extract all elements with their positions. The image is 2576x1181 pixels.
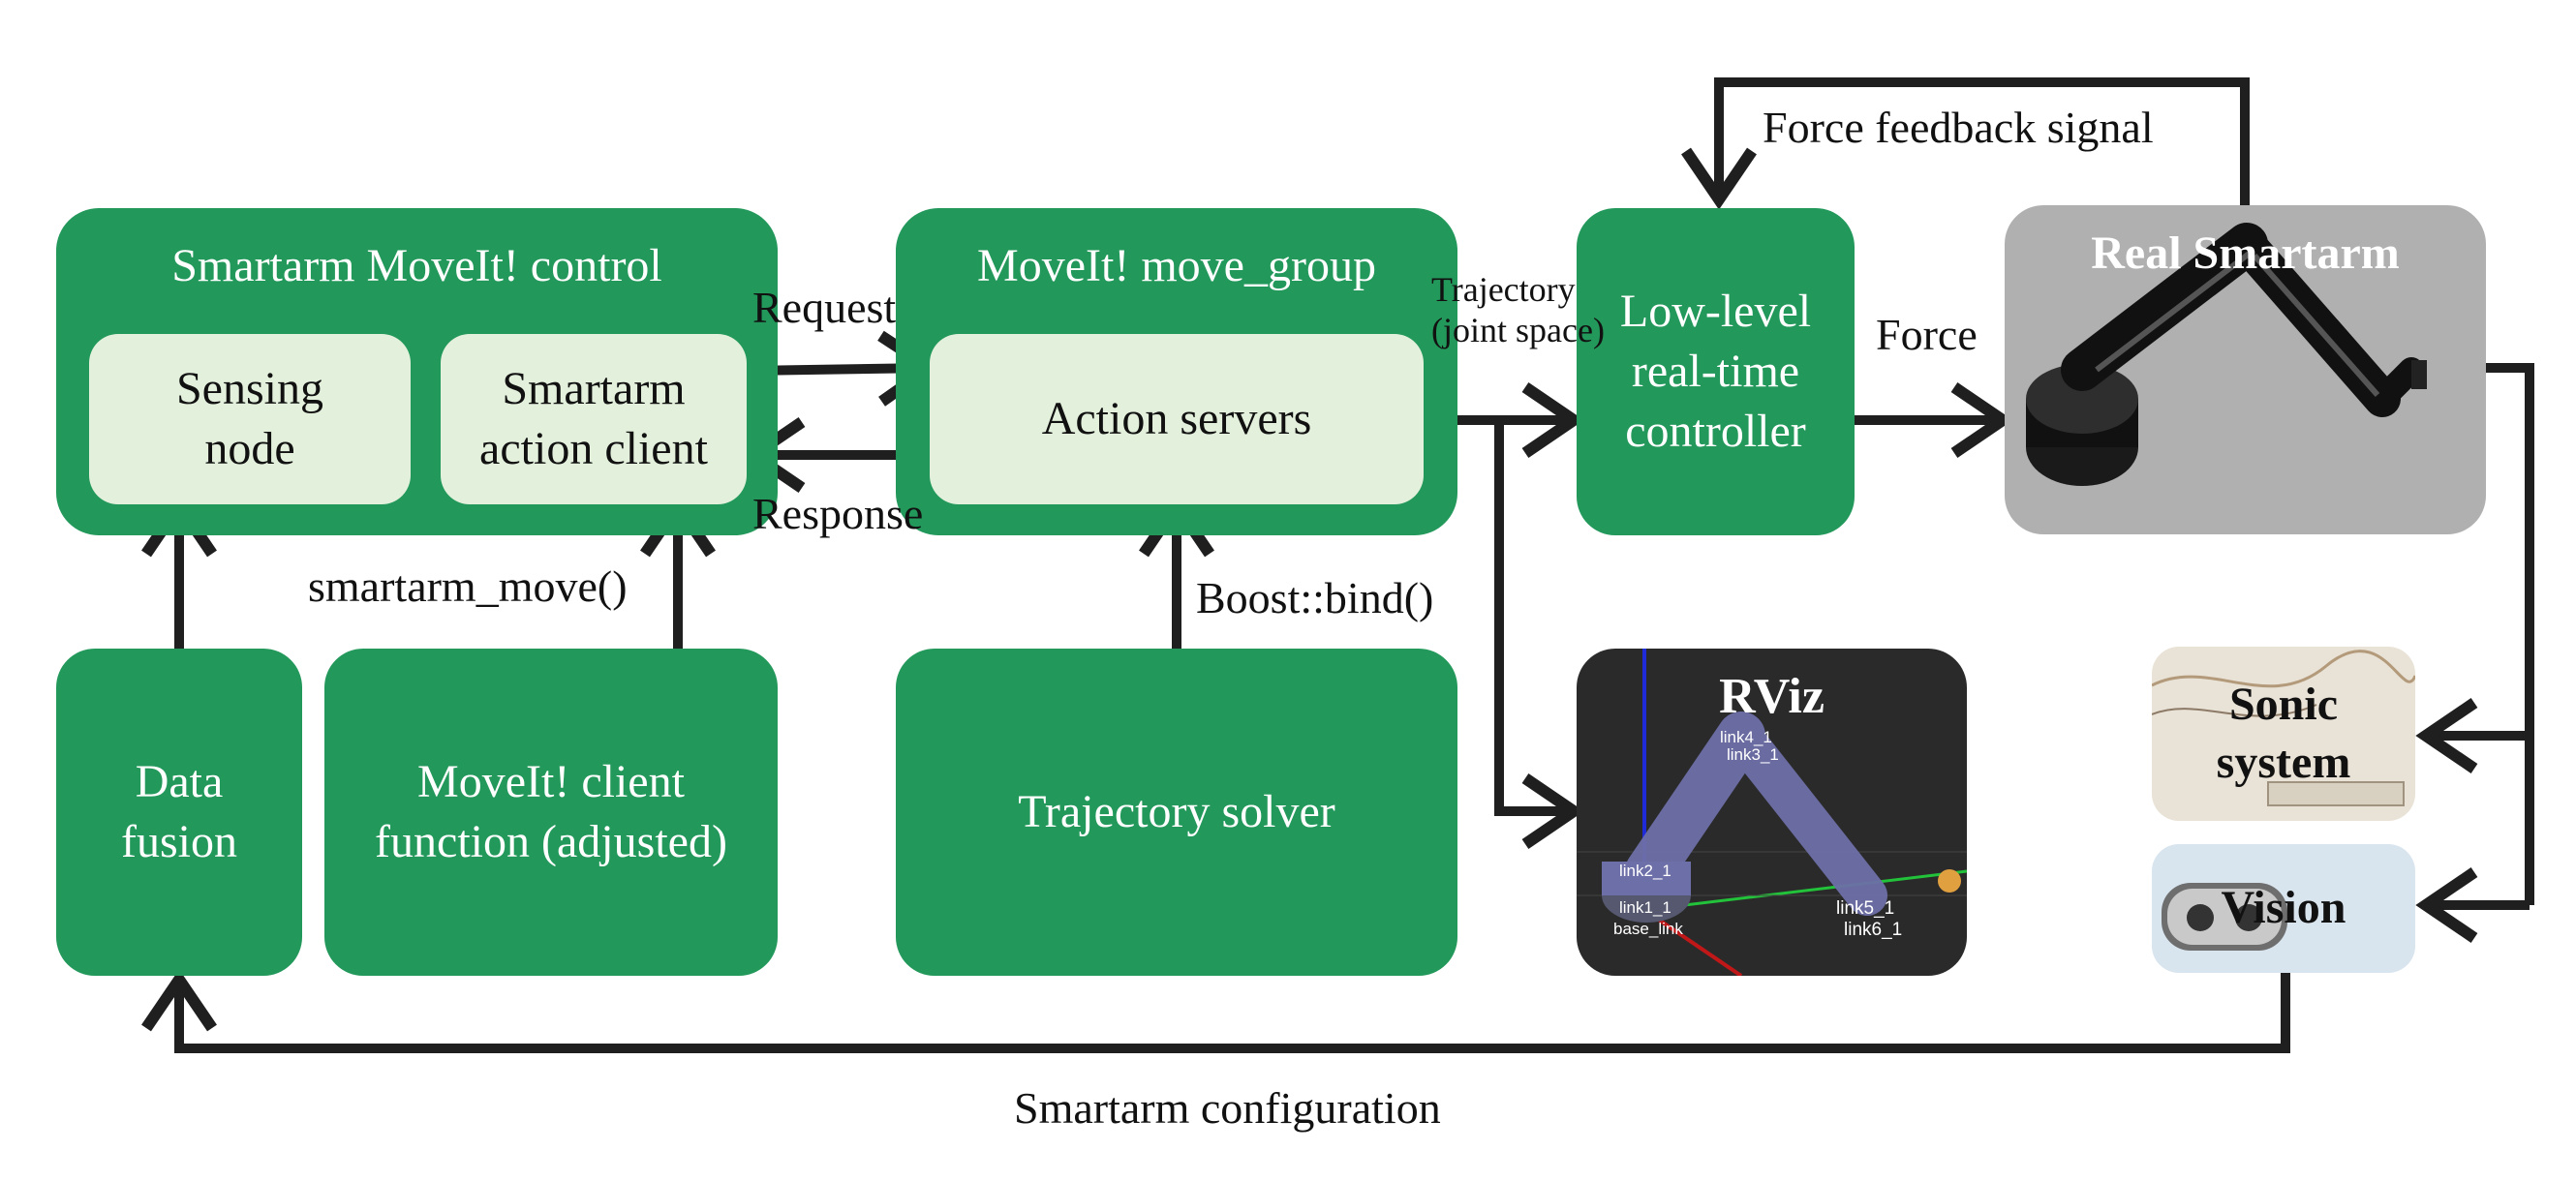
rviz-link1-label: link1_1: [1619, 898, 1671, 917]
rviz-link2-label: link2_1: [1619, 862, 1671, 880]
moveit-client-function-node: MoveIt! client function (adjusted): [324, 649, 778, 976]
vision-panel: Vision: [2152, 844, 2415, 973]
smartarm-to-sensors-line: [2484, 363, 2534, 905]
smartarm-moveit-control-title: Smartarm MoveIt! control: [171, 240, 662, 291]
trajectory-to-rviz-arrow: [1494, 420, 1584, 849]
force-label: Force: [1876, 310, 1978, 359]
sonic-system-panel: Sonic system: [2152, 647, 2415, 821]
trajectory-solver-node: Trajectory solver: [896, 649, 1457, 976]
vision-label: Vision: [2221, 882, 2346, 933]
configuration-arrow: [141, 969, 2290, 1053]
rviz-label: RViz: [1719, 669, 1825, 724]
data-fusion-node: Data fusion: [56, 649, 302, 976]
smartarm-action-client: Smartarm action client: [441, 334, 747, 504]
real-smartarm-panel: Real Smartarm: [2005, 205, 2486, 534]
rviz-base-link-label: base_link: [1613, 920, 1683, 938]
boost-bind-label: Boost::bind(): [1196, 573, 1434, 622]
robot-arm-icon: [2026, 223, 2427, 486]
sensor-board-icon: [2152, 650, 2415, 806]
smartarm-configuration-label: Smartarm configuration: [1014, 1083, 1441, 1133]
response-label: Response: [752, 489, 924, 538]
request-label: Request: [752, 283, 897, 332]
rviz-robot-icon: [1577, 649, 1967, 976]
rviz-link6-label: link6_1: [1844, 920, 1903, 940]
low-level-controller-node: Low-level real-time controller: [1577, 208, 1855, 535]
force-feedback-label: Force feedback signal: [1763, 103, 2154, 152]
rviz-link5-label: link5_1: [1836, 898, 1895, 919]
real-smartarm-label: Real Smartarm: [2091, 227, 2400, 279]
rviz-link3-label: link3_1: [1727, 745, 1779, 764]
rviz-panel: link4_1 link3_1 link2_1 link1_1 base_lin…: [1577, 649, 1967, 976]
smartarm-move-label: smartarm_move(): [308, 561, 628, 611]
action-servers: Action servers: [930, 334, 1424, 504]
force-feedback-arrow: [1681, 77, 2250, 210]
trajectory-label: Trajectory (joint space): [1431, 270, 1605, 349]
sonic-system-label: Sonic system: [2216, 679, 2351, 788]
camera-icon: [2162, 883, 2287, 951]
rviz-link4-label: link4_1: [1720, 728, 1772, 746]
move-group-title: MoveIt! move_group: [977, 240, 1376, 291]
sensing-node: Sensing node: [89, 334, 411, 504]
